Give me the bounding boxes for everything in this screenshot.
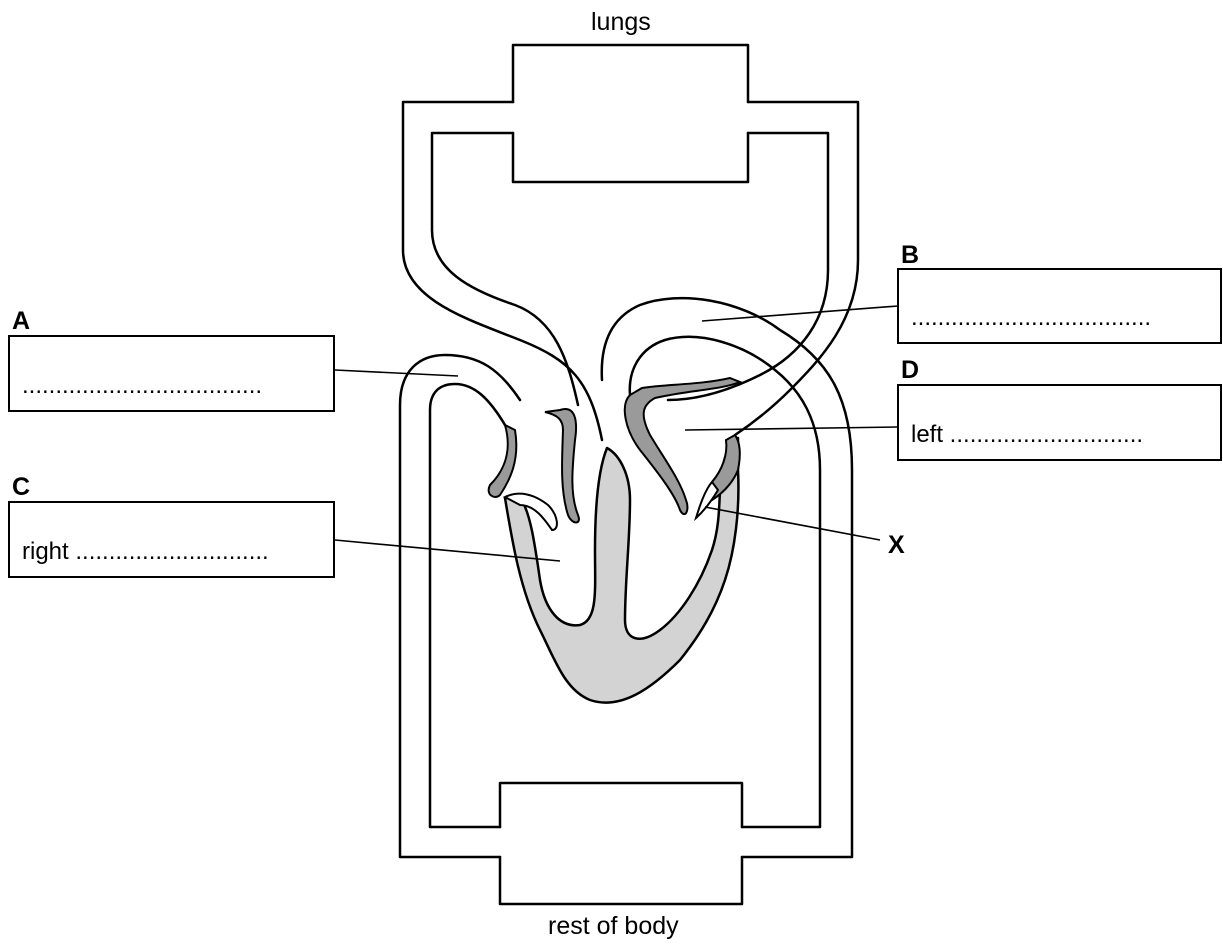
label-x-letter: X (888, 531, 905, 559)
pulmonary-vein-inner (666, 131, 830, 402)
leader-a (334, 369, 459, 377)
valve-right-semilunar (544, 408, 580, 524)
aorta-outer (600, 296, 854, 859)
label-a-answer-line: .................................... (22, 372, 263, 399)
leader-d (684, 426, 899, 431)
vena-cava-outer (398, 353, 522, 859)
label-b-letter: B (901, 241, 920, 269)
label-a-box[interactable]: .................................... (8, 335, 335, 412)
leader-c (334, 539, 561, 562)
label-c-box[interactable]: right ............................. (8, 501, 335, 578)
valve-right-av-flap (502, 492, 558, 532)
label-d-answer-line: left ............................. (911, 421, 1144, 448)
label-c-letter: C (12, 473, 31, 501)
pulmonary-artery-outer (401, 100, 604, 442)
caption-rest-of-body: rest of body (548, 912, 679, 940)
label-c-answer-line: right ............................. (22, 538, 269, 565)
body-block (498, 781, 744, 829)
pulmonary-artery-inner (430, 131, 580, 407)
valve-right-av (487, 423, 518, 498)
label-b-answer-line: .................................... (911, 304, 1152, 331)
body-block-inner (498, 855, 744, 906)
pulmonary-vein-outer (733, 100, 860, 437)
aorta-inner (628, 335, 822, 829)
leader-b (701, 305, 899, 322)
valve-left-semilunar (623, 376, 743, 516)
vena-cava-inner (428, 382, 507, 829)
heart-muscle (503, 436, 740, 704)
label-d-box[interactable]: left ............................. (897, 384, 1222, 461)
lungs-block (511, 43, 750, 104)
lungs-block-inner (511, 131, 750, 184)
label-a-letter: A (12, 307, 31, 335)
label-d-letter: D (901, 356, 920, 384)
leader-x (704, 506, 881, 541)
valve-left-av-flap (693, 480, 720, 522)
label-b-box[interactable]: .................................... (897, 268, 1222, 344)
caption-lungs: lungs (591, 8, 651, 36)
